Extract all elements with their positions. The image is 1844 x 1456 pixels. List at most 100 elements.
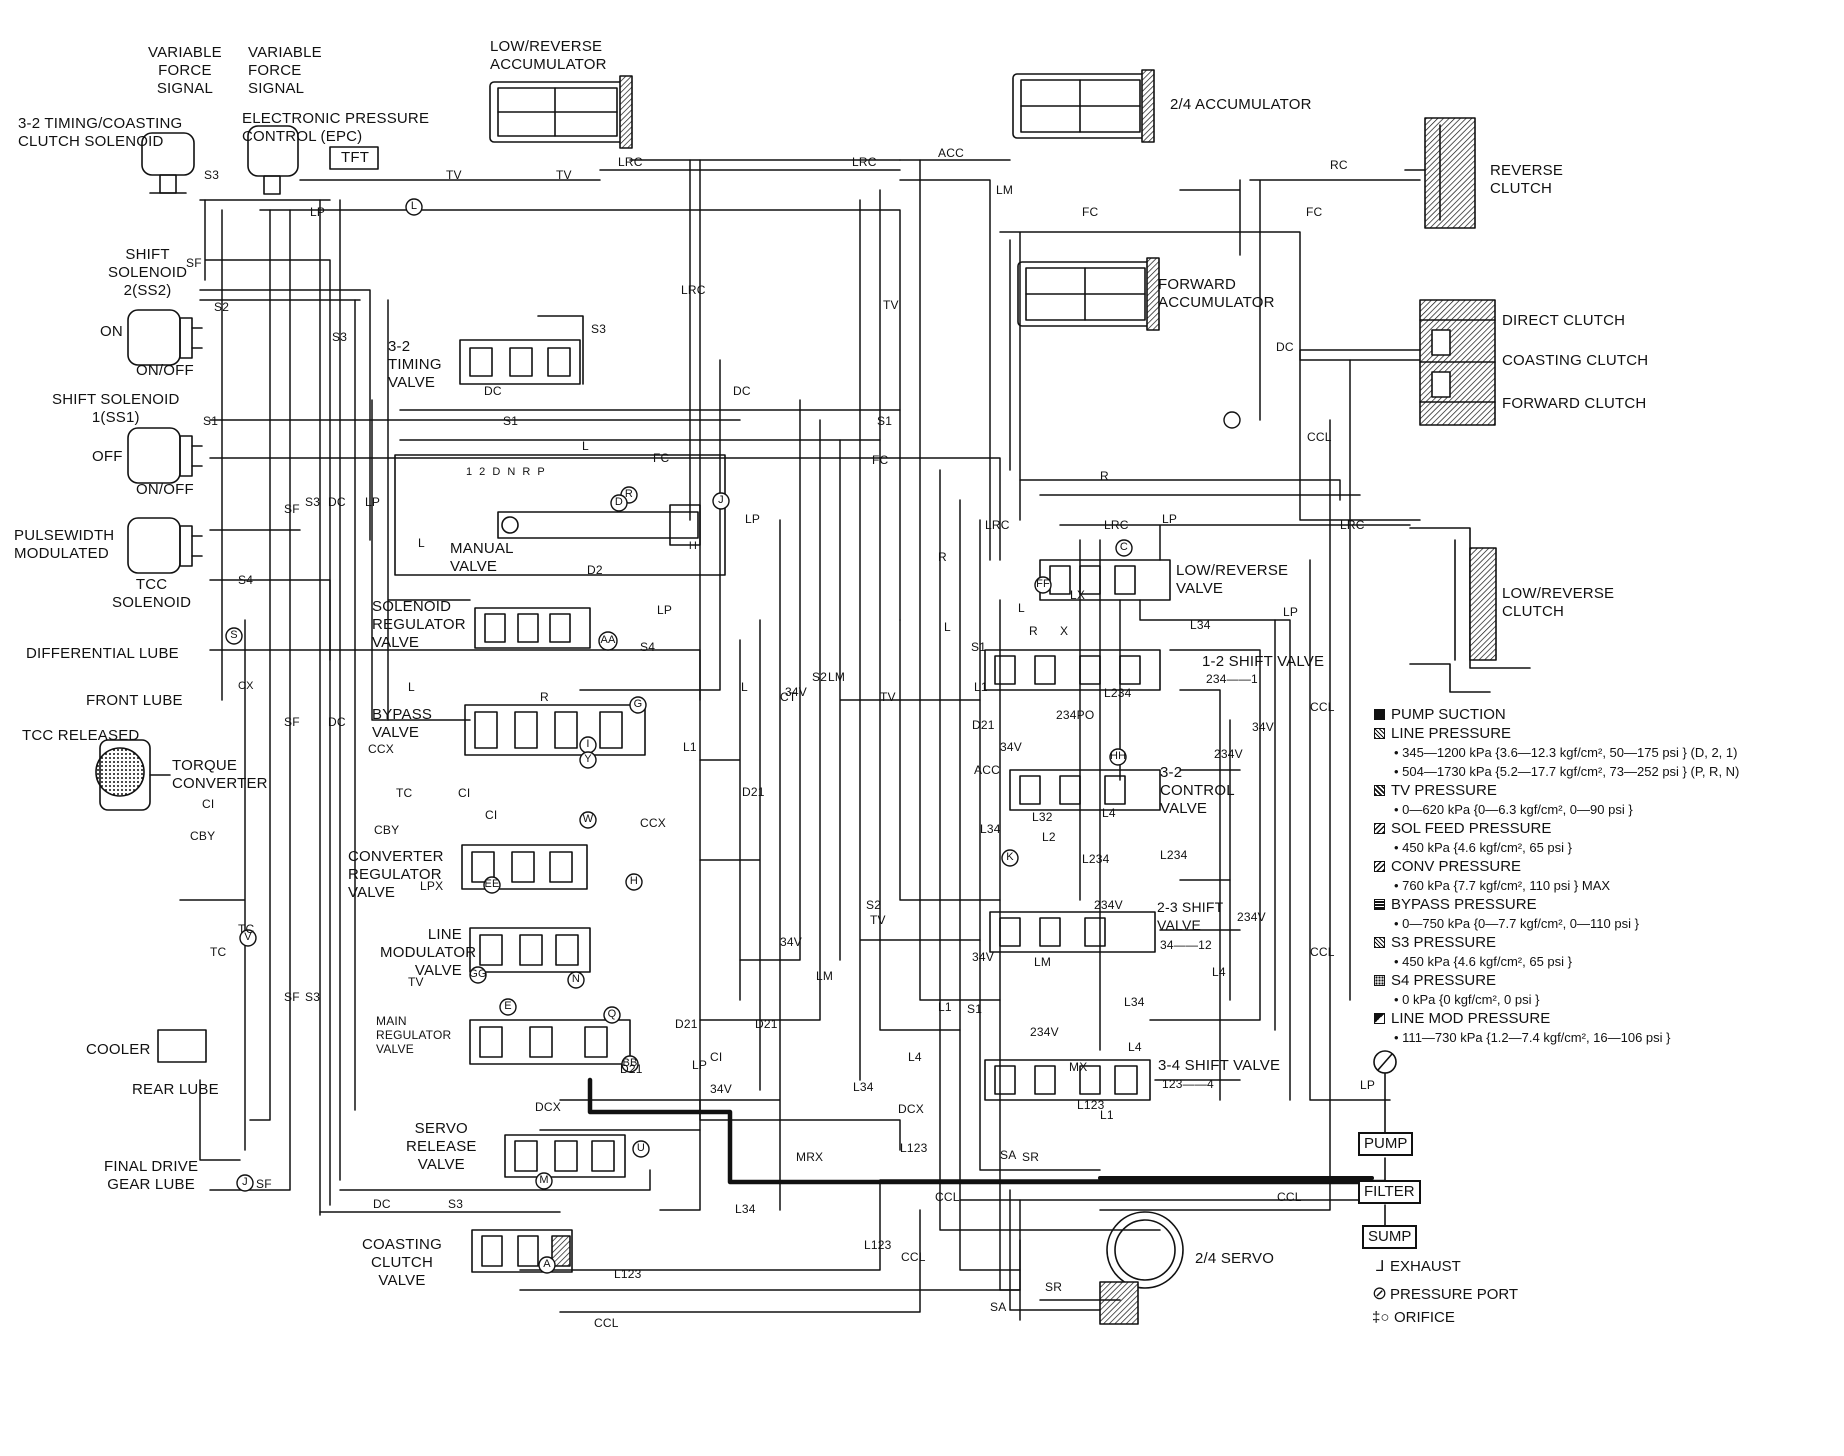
servo-release-valve-label: SERVO RELEASE VALVE [406,1120,477,1173]
line-label-tv: TV [870,913,886,927]
servo-24-icon [1099,1211,1184,1325]
ss1-onoff-label: ON/OFF [136,481,194,498]
timing-solenoid-icon [141,132,195,194]
shift-valve-34-label: 3-4 SHIFT VALVE [1158,1057,1281,1074]
ss1-off-label: OFF [92,448,123,465]
line-label-s4: S4 [238,573,254,587]
legend-sol-feed-pressure: SOL FEED PRESSURE [1374,820,1551,838]
line-label-234po: 234PO [1056,708,1095,722]
orifice-label: J [242,1176,248,1188]
line-label-sf: SF [186,256,202,270]
line-label-mrx: MRX [796,1150,824,1164]
line-label-s2: S2 [812,670,828,684]
filter-label: FILTER [1364,1183,1415,1200]
low-reverse-accumulator-label: LOW/REVERSE ACCUMULATOR [490,38,607,73]
line-label-l: L [418,536,425,550]
shift-valve-12-body [984,649,1161,691]
line-label-tv: TV [880,690,896,704]
line-label-tc: TC [238,922,255,936]
orifice-label: U [636,1142,646,1154]
line-label-ct: CT [780,690,797,704]
line-label-acc: ACC [974,763,1000,777]
solenoid-regulator-valve-body [474,607,591,649]
line-label-r: R [540,690,549,704]
line-label-ccl: CCL [1307,430,1332,444]
tcc-solenoid-icon [127,517,203,574]
legend-s3-pressure: S3 PRESSURE [1374,934,1496,952]
pwm-label: PULSEWIDTH MODULATED [14,527,115,562]
mrx-line [587,1077,1388,1185]
line-label-l4: L4 [1212,965,1226,979]
orifice-label: H [688,540,698,552]
orifice-label: E [504,1000,512,1012]
legend-conv-pressure: CONV PRESSURE [1374,858,1521,876]
swatch-line-pressure [1374,728,1385,739]
line-label-34v: 34V [785,685,807,699]
cooler-icon [157,1029,207,1063]
line-label-l34: L34 [735,1202,756,1216]
legend-pressure-port: ⊘PRESSURE PORT [1372,1284,1518,1304]
line-label-l34: L34 [1190,618,1211,632]
line-label-dc: DC [373,1197,391,1211]
legend-s4-pressure-range: • 0 kPa {0 kgf/cm², 0 psi } [1394,992,1540,1007]
legend-sol-feed-pressure-range: • 450 kPa {4.6 kgf/cm², 65 psi } [1394,840,1572,855]
low-reverse-valve-label: LOW/REVERSE VALVE [1176,562,1289,597]
ss2-onoff-label: ON/OFF [136,362,194,379]
line-label-s3: S3 [591,322,607,336]
line-label-l234: L234 [1104,686,1132,700]
swatch-bypass-pressure [1374,899,1385,910]
rear-lube-label: REAR LUBE [132,1081,219,1098]
exhaust-icon: ⅃ [1376,1258,1385,1275]
legend-conv-pressure-range: • 760 kPa {7.7 kgf/cm², 110 psi } MAX [1394,878,1611,893]
line-label-s3: S3 [332,330,348,344]
orifice-label: BB [622,1057,638,1069]
torque-converter-icon [95,739,171,811]
forward-clutch-label: FORWARD CLUTCH [1502,395,1647,412]
timing-coasting-solenoid-label: 3-2 TIMING/COASTING CLUTCH SOLENOID [18,115,183,150]
orifice-label: L [410,200,418,212]
hydraulic-lines [179,159,1421,1321]
low-reverse-accumulator-icon [489,75,633,149]
line-label-ccl: CCL [1310,945,1335,959]
legend-tv-pressure-range: • 0—620 kPa {0—6.3 kgf/cm², 0—90 psi } [1394,802,1633,817]
manual-positions-label: 1 2 D N R P [466,466,547,478]
line-label-l234: L234 [1082,852,1110,866]
line-label-tv: TV [408,975,424,989]
bypass-valve-label: BYPASS VALVE [372,706,433,741]
orifice-label: FF [1036,578,1050,590]
tft-label: TFT [341,149,370,166]
line-label-tc: TC [210,945,227,959]
servo-release-valve-body [504,1134,626,1178]
line-label-34v: 34V [780,935,802,949]
swatch-s4-pressure [1374,975,1385,986]
line-label-l4: L4 [908,1050,922,1064]
line-label-l1: L1 [1100,1108,1114,1122]
shift-solenoid-2-label: SHIFT SOLENOID 2(SS2) [108,246,188,299]
ss2-on-label: ON [100,323,123,340]
line-label-l1: L1 [974,680,988,694]
shift-solenoid-1-label: SHIFT SOLENOID 1(SS1) [52,391,180,426]
line-label-ccl: CCL [594,1316,619,1330]
legend-conv-pressure-label: CONV PRESSURE [1391,858,1522,875]
line-label-sf: SF [284,715,300,729]
legend-line-mod-pressure-label: LINE MOD PRESSURE [1391,1010,1551,1027]
legend-line-pressure: LINE PRESSURE [1374,725,1511,743]
legend-bypass-pressure-label: BYPASS PRESSURE [1391,896,1537,913]
legend-exhaust: ⅃EXHAUST [1376,1258,1461,1276]
shift-valve-12-position: 234——1 [1206,672,1258,686]
orifice-label: A [543,1258,551,1270]
bypass-valve-body [464,704,646,756]
line-label-r: R [938,550,947,564]
swatch-s3-pressure [1374,937,1385,948]
cooler-label: COOLER [86,1041,151,1058]
legend-line-pressure-range-1: • 345—1200 kPa {3.6—12.3 kgf/cm², 50—175… [1394,745,1738,760]
line-label-s1: S1 [877,414,893,428]
swatch-pump-suction [1374,709,1385,720]
line-label-cby: CBY [374,823,400,837]
line-label-lpx: LPX [420,879,444,893]
line-label-l32: L32 [1032,810,1053,824]
line-label-cby: CBY [190,829,216,843]
legend-tv-pressure-label: TV PRESSURE [1391,782,1497,799]
line-label-sf: SF [284,990,300,1004]
manual-valve-body [394,454,726,576]
